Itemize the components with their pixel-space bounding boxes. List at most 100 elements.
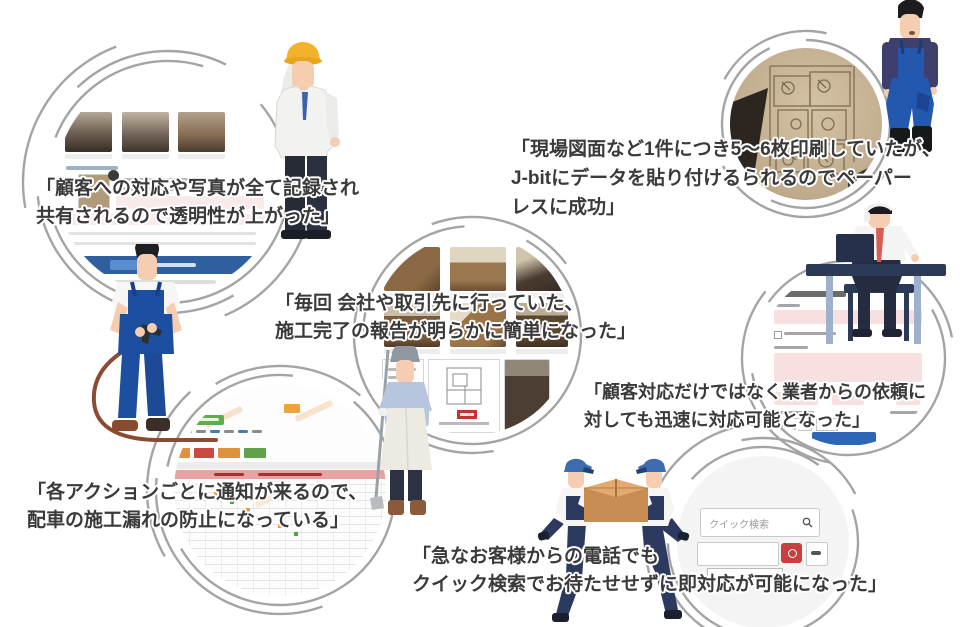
form-label [774,346,808,349]
report-caption [516,293,568,298]
photo-thumbnail [65,112,112,152]
quote-line: 配車の施工漏れの防止になっている」 [27,510,350,531]
photo-caption [122,154,169,159]
cell-marker-green [198,484,202,488]
form-label [774,304,800,307]
header-button [110,260,144,270]
log-label [66,166,118,170]
form-field-small [832,392,864,405]
testimonial-quote-paperless: 「現場図面など1件につき5〜6枚印刷していたが、 J-bitにデータを貼り付ける… [511,135,941,222]
report-caption [384,293,440,298]
search-red-button [781,543,802,563]
action-chip-red [194,448,214,458]
record-row-highlight [116,196,264,209]
button-glyph-icon [788,549,797,558]
link-chip [196,430,206,433]
record-header-bar [56,256,280,274]
report-photo [384,247,440,291]
quote-line: 「現場図面など1件につき5〜6枚印刷していたが、 [511,139,941,160]
link-chip [224,430,234,433]
form-label [890,411,920,414]
camera-badge-icon [108,170,119,181]
quote-line: 対しても迅速に対応可能となった」 [584,410,871,430]
report-photo [384,303,440,347]
form-textarea [774,353,922,382]
mop-head [370,496,384,510]
cell-marker-green [294,532,298,536]
quote-line: レスに成功」 [511,197,626,218]
report-floorplan-page [428,359,500,433]
action-chip-orange [218,448,240,458]
report-photo-page [504,359,550,433]
movers-illustration [538,458,690,622]
quick-search-input: クイック検索 [700,508,820,537]
report-caption [516,349,568,354]
testimonial-quote-vendor: 「顧客対応だけではなく業者からの依頼に 対しても迅速に対応可能となった」 [584,378,926,434]
quote-line: 施工完了の報告が明らかに簡単になった」 [275,321,637,342]
cell-marker-green [262,516,266,520]
quote-line: 「各アクションごとに通知が来るので、 [27,482,368,503]
record-row [66,232,256,235]
search-icon [802,517,813,528]
form-field-outline [774,418,812,431]
record-row [66,242,256,245]
toolbar-button-orange [284,404,300,413]
link-chip [238,430,248,433]
header-text [156,263,196,267]
report-caption [450,349,506,354]
search-field [697,542,779,566]
form-label [774,411,814,414]
checkbox-icon [774,331,782,339]
form-field-small [774,392,818,405]
record-row-highlight [66,214,266,225]
search-result-box [707,568,783,580]
photo-thumbnail [178,112,225,152]
screenshot-dispatch-spreadsheet [174,384,386,596]
action-chip-green [244,448,266,458]
log-text-line [118,178,188,182]
quote-line: J-bitにデータを貼り付けるられるのでペーパー [511,168,912,189]
testimonial-quote-dispatch: 「各アクションごとに通知が来るので、 配車の施工漏れの防止になっている」 [27,479,367,535]
testimonial-quote-report: 「毎回 会社や取引先に行っていた、 施工完了の報告が明らかに簡単になった」 [275,290,636,346]
beanie-worker-illustration [882,0,938,152]
quote-line: 「顧客対応だけではなく業者からの依頼に [584,382,926,402]
form-submit-button [812,432,876,445]
report-photo [450,247,506,291]
quote-line: 「急なお客様からの電話でも [412,546,660,567]
quote-line: 共有されるので透明性が上がった」 [36,206,341,227]
action-chip-orange [174,448,190,458]
report-photo [450,303,506,347]
photo-caption [178,154,225,159]
cell-marker-orange [278,524,282,528]
photo-caption [65,154,112,159]
desk-agent-illustration [806,203,946,344]
table-header-row [174,462,386,469]
mop-handle [374,349,390,499]
screenshot-customer-record [56,70,280,294]
report-caption [450,293,506,298]
form-field-small [896,392,920,405]
log-text-line [118,187,174,191]
link-chip [252,430,262,433]
log-photo [78,174,110,210]
form-label [784,332,836,335]
photo-thumbnail [122,112,169,152]
cleaning-worker-illustration [370,346,432,515]
quote-line: クイック検索でお待たせせずに即対応が可能になった」 [412,574,888,595]
link-chip [182,430,192,433]
construction-worker-illustration [274,42,340,239]
testimonial-quote-record: 「顧客への対応や写真が全て記録され 共有されるので透明性が上がった」 [36,175,359,231]
range-dash [822,397,828,399]
testimonial-quote-quick-search: 「急なお客様からの電話でも クイック検索でお待たせせずに即対応が可能になった」 [412,543,887,599]
cell-marker-orange [214,492,218,496]
report-photo [516,303,568,347]
quick-search-placeholder: クイック検索 [709,520,769,531]
form-field-outline [816,418,838,431]
pressure-washer-worker-illustration [91,244,218,442]
report-photo [516,247,568,291]
quote-line: 「毎回 会社や取引先に行っていた、 [275,293,584,314]
cell-marker-green [230,500,234,504]
screenshot-quick-search: クイック検索 [677,456,849,627]
form-title [774,291,846,297]
